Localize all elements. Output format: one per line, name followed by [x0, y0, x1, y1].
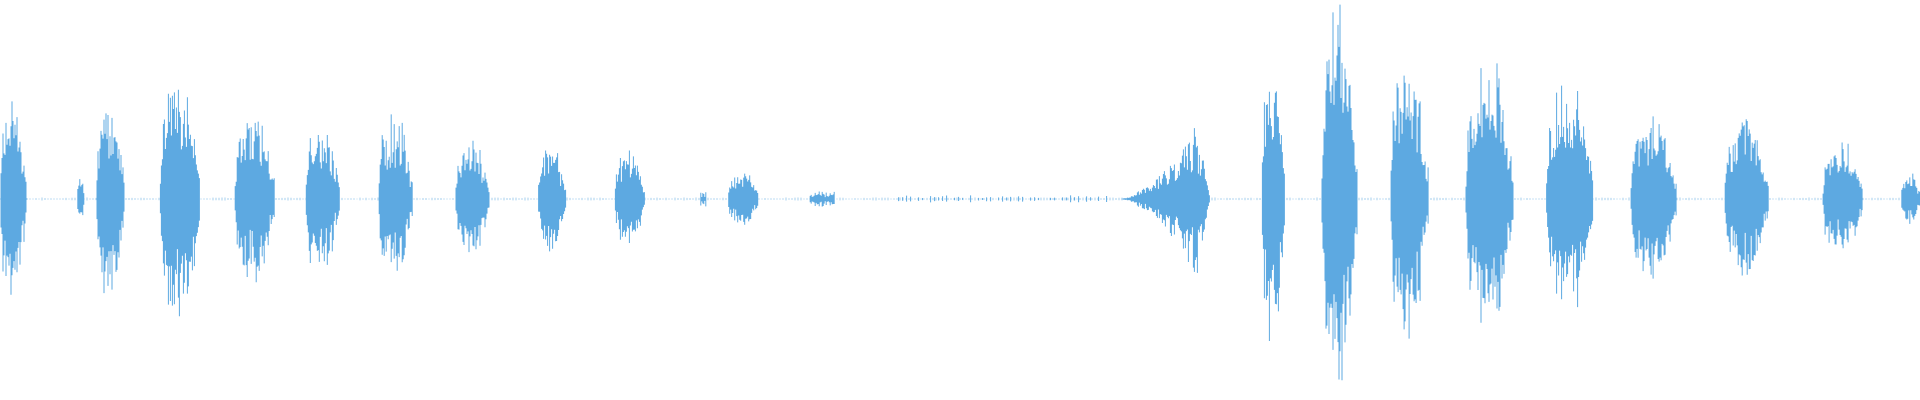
waveform-segment: [1465, 63, 1514, 323]
waveform-segment: [728, 173, 759, 225]
waveform-segment: [1261, 91, 1285, 342]
waveform-segments-group: [0, 4, 1920, 381]
waveform-segment: [809, 191, 835, 207]
waveform-segment: [455, 140, 490, 253]
waveform-segment: [159, 89, 200, 317]
waveform-segment: [77, 179, 85, 216]
waveform-segment: [0, 101, 27, 295]
waveform-segment: [700, 192, 707, 207]
waveform-segment: [898, 195, 1108, 203]
waveform-segment: [1901, 173, 1920, 224]
waveform-segment: [234, 121, 275, 283]
waveform-segment: [1630, 116, 1677, 279]
waveform-segment: [1724, 119, 1769, 276]
waveform-segment: [1822, 142, 1863, 249]
waveform-segment: [305, 134, 340, 265]
waveform-segment: [1321, 4, 1358, 381]
waveform-segment: [1390, 75, 1429, 339]
waveform-segment: [538, 150, 567, 252]
waveform-segment: [378, 114, 413, 271]
waveform-segment: [1119, 128, 1210, 273]
waveform-segment: [96, 113, 125, 294]
waveform-segment: [614, 150, 645, 243]
waveform-segment: [1546, 85, 1594, 308]
